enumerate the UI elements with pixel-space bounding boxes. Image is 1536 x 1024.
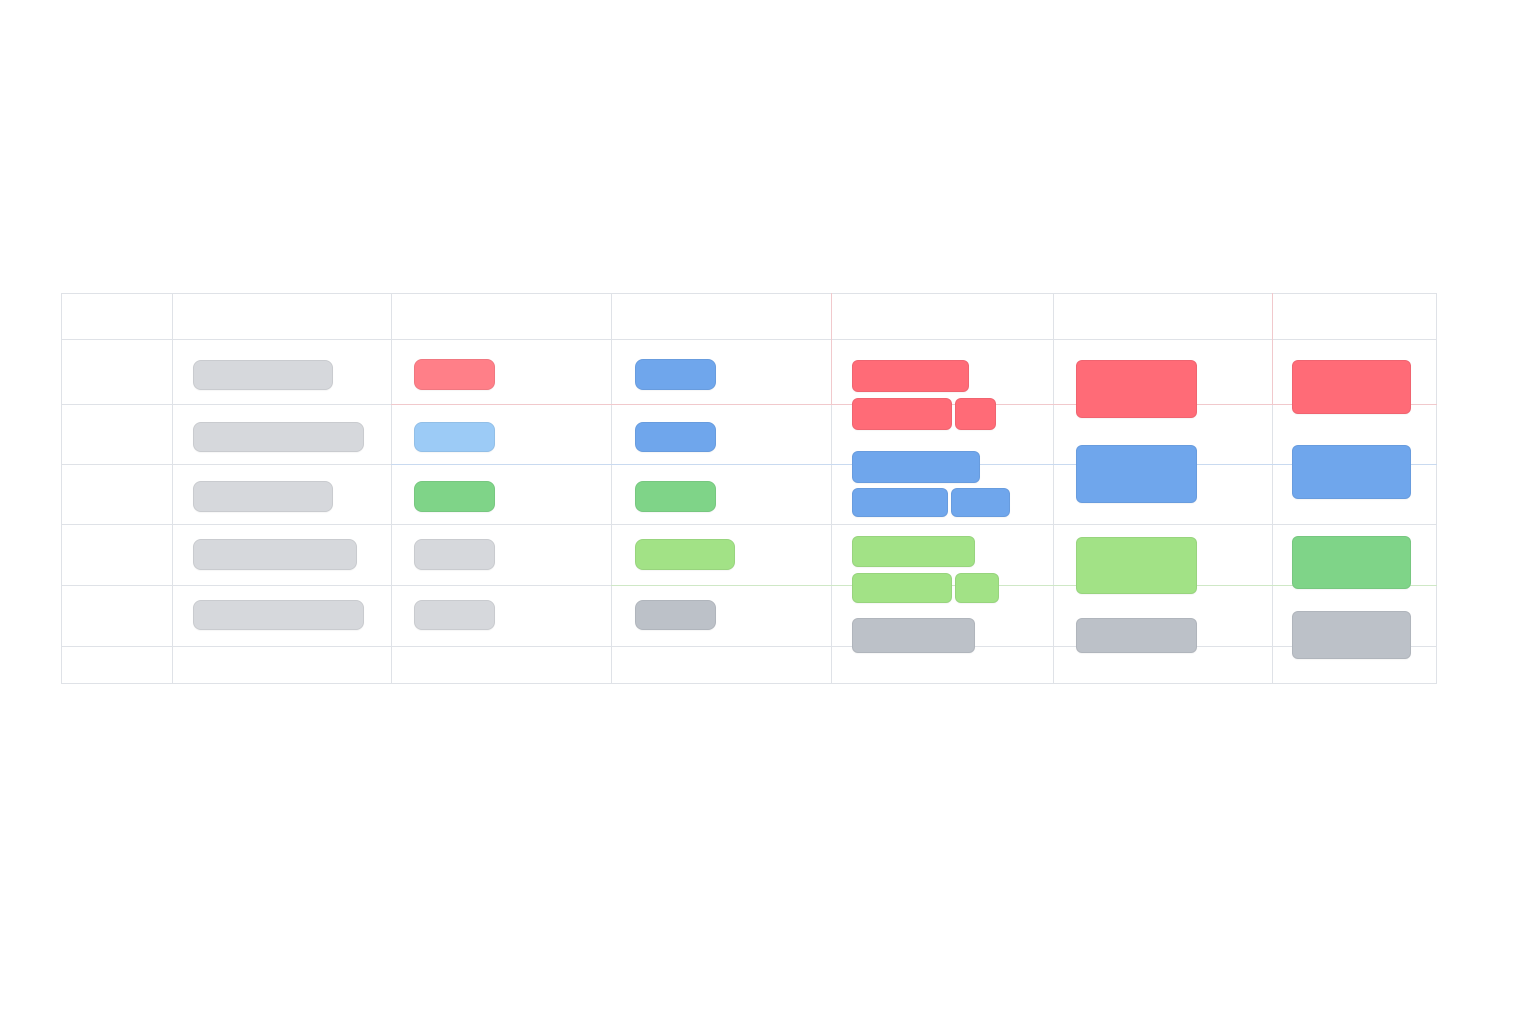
status-pill (635, 539, 735, 570)
event-block (1076, 618, 1197, 653)
grid-row-line (61, 339, 1437, 340)
status-pill (635, 359, 716, 390)
grid-column-line (831, 293, 832, 404)
event-block (1076, 360, 1197, 418)
grid-row-line (611, 585, 1437, 586)
label-placeholder-bar (193, 481, 333, 512)
label-placeholder-bar (193, 600, 364, 630)
status-pill (414, 600, 495, 630)
label-placeholder-bar (193, 360, 333, 390)
event-block (1292, 445, 1411, 499)
event-block (852, 573, 952, 603)
grid-column-line (172, 293, 173, 683)
event-block (955, 398, 996, 430)
event-block (1292, 536, 1411, 589)
grid-row-line (61, 683, 1437, 684)
grid-column-line (831, 293, 832, 683)
event-block (951, 488, 1010, 517)
event-block (852, 536, 975, 567)
status-pill (414, 422, 495, 452)
event-block (852, 488, 948, 517)
event-block (955, 573, 999, 603)
status-pill (635, 600, 716, 630)
grid-column-line (611, 293, 612, 683)
status-pill (635, 481, 716, 512)
event-block (1292, 611, 1411, 659)
label-placeholder-bar (193, 422, 364, 452)
event-block (852, 398, 952, 430)
label-placeholder-bar (193, 539, 357, 570)
grid-column-line (1436, 293, 1437, 683)
status-pill (635, 422, 716, 452)
grid-row-line (61, 524, 1437, 525)
event-block (852, 360, 969, 392)
grid-row-line (61, 293, 1437, 294)
grid-column-line (1272, 293, 1273, 404)
grid-column-line (61, 293, 62, 683)
grid-row-line (61, 646, 1437, 647)
event-block (1292, 360, 1411, 414)
event-block (852, 451, 980, 483)
status-pill (414, 481, 495, 512)
event-block (1076, 537, 1197, 594)
status-pill (414, 359, 495, 390)
grid-column-line (391, 293, 392, 683)
event-block (852, 618, 975, 653)
status-pill (414, 539, 495, 570)
grid-column-line (1272, 293, 1273, 683)
event-block (1076, 445, 1197, 503)
grid-column-line (1053, 293, 1054, 683)
